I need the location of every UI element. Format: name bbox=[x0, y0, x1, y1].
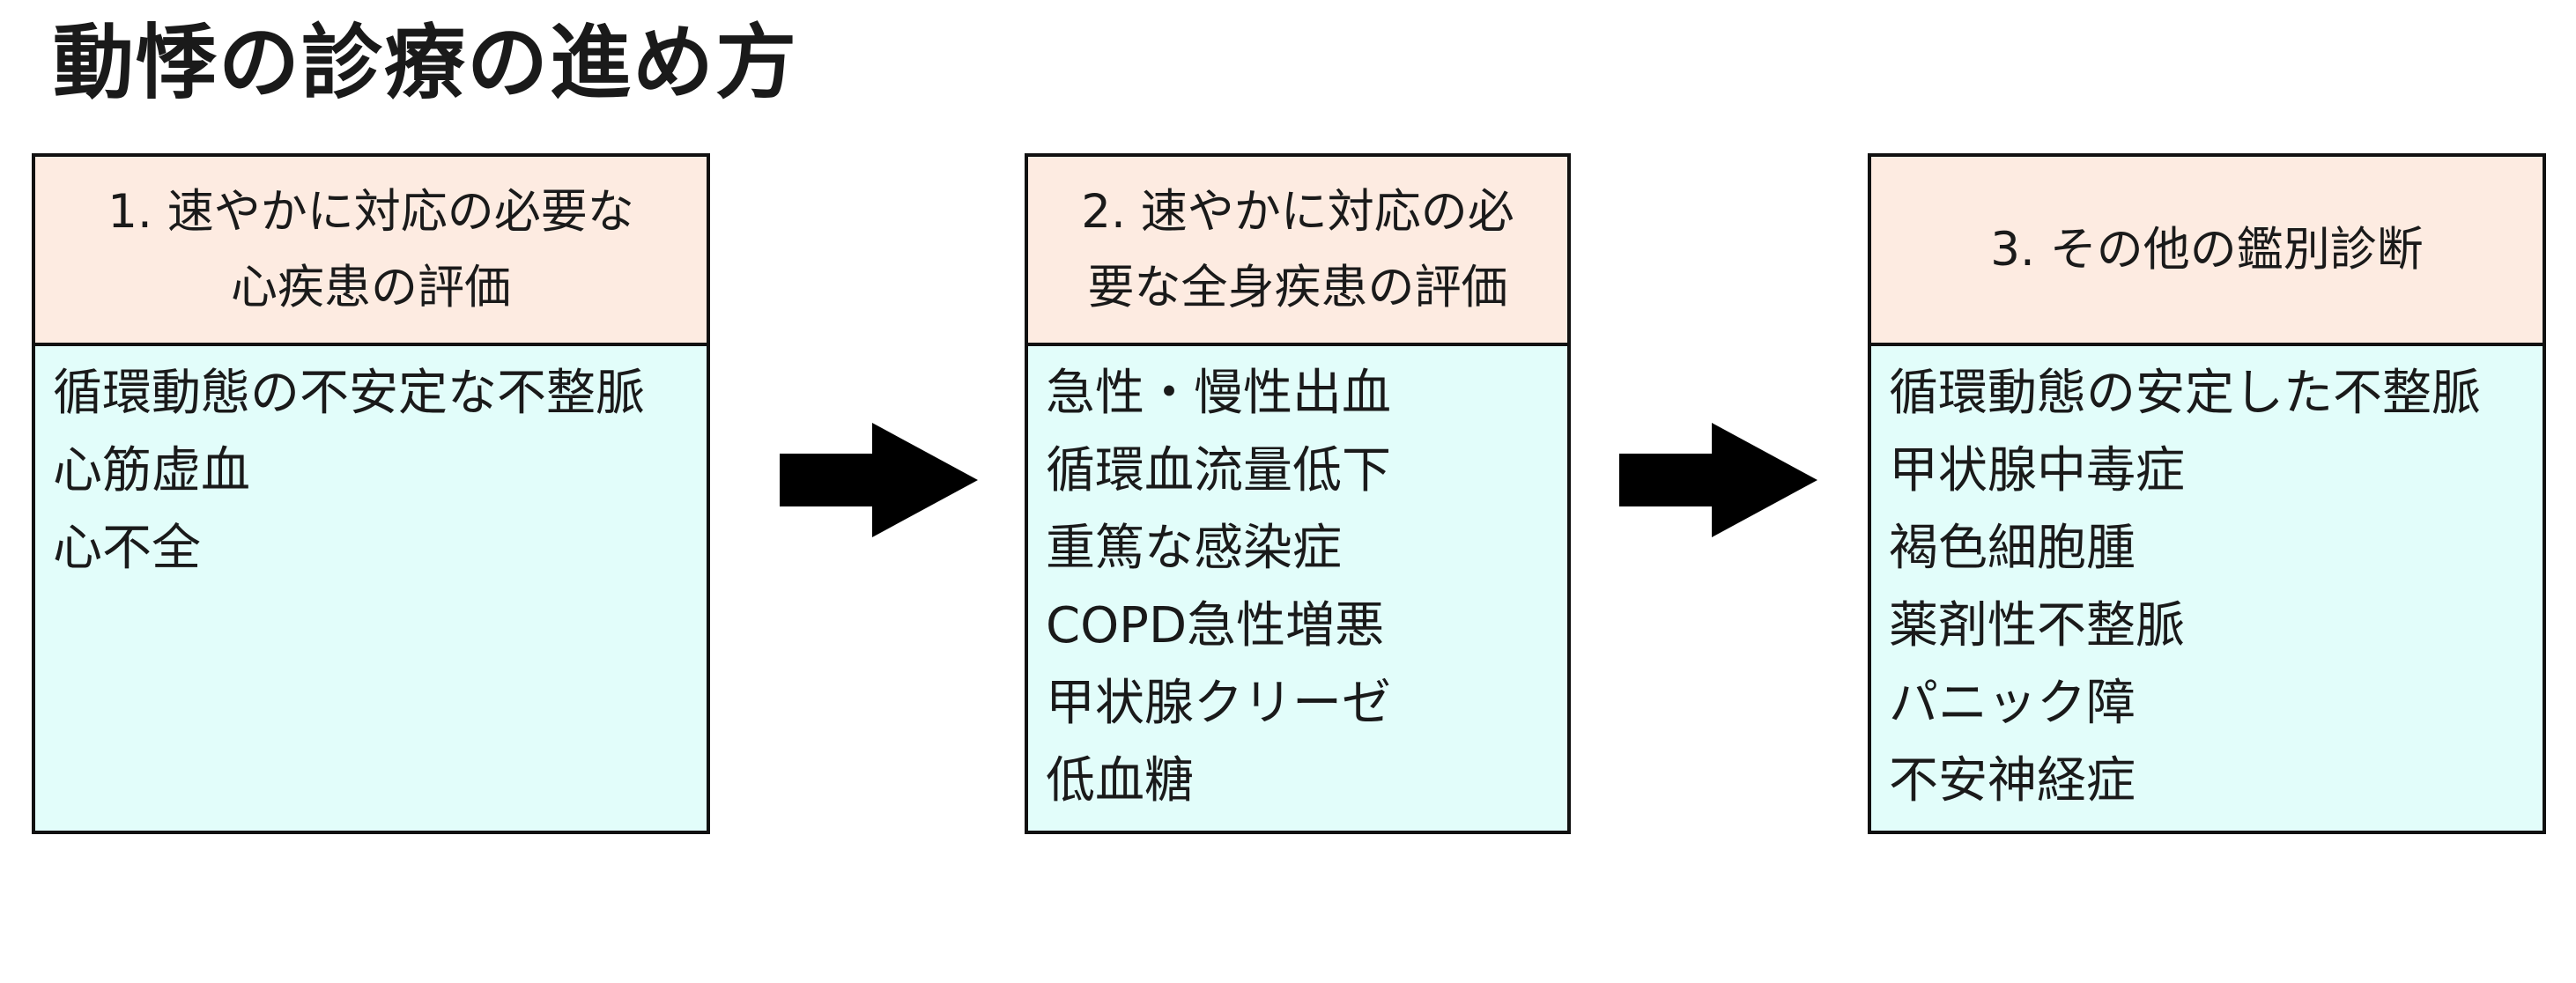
list-item: 重篤な感染症 bbox=[1046, 520, 1342, 577]
list-item: 低血糖 bbox=[1046, 752, 1194, 809]
step-box-1-header-line-1: 1. 速やかに対応の必要な bbox=[107, 184, 634, 239]
list-item: 甲状腺クリーゼ bbox=[1046, 675, 1391, 732]
step-box-2-header: 2. 速やかに対応の必 要な全身疾患の評価 bbox=[1028, 157, 1567, 346]
right-arrow-icon bbox=[780, 423, 978, 537]
step-box-2: 2. 速やかに対応の必 要な全身疾患の評価 急性・慢性出血 循環血流量低下 重篤… bbox=[1025, 153, 1571, 834]
step-box-1-body: 循環動態の不安定な不整脈 心筋虚血 心不全 bbox=[35, 346, 707, 588]
list-item: 薬剤性不整脈 bbox=[1889, 597, 2185, 654]
list-item: 心不全 bbox=[53, 520, 201, 577]
list-item: 循環血流量低下 bbox=[1046, 442, 1391, 499]
list-item: COPD急性増悪 bbox=[1046, 597, 1385, 654]
step-box-2-body: 急性・慢性出血 循環血流量低下 重篤な感染症 COPD急性増悪 甲状腺クリーゼ … bbox=[1028, 346, 1567, 820]
step-box-3-body: 循環動態の安定した不整脈 甲状腺中毒症 褐色細胞腫 薬剤性不整脈 パニック障 不… bbox=[1871, 346, 2543, 820]
list-item: 甲状腺中毒症 bbox=[1889, 442, 2185, 499]
step-box-3: 3. その他の鑑別診断 循環動態の安定した不整脈 甲状腺中毒症 褐色細胞腫 薬剤… bbox=[1868, 153, 2546, 834]
list-item: 循環動態の安定した不整脈 bbox=[1889, 365, 2481, 422]
list-item: 心筋虚血 bbox=[53, 442, 250, 499]
page-title: 動悸の診療の進め方 bbox=[53, 16, 799, 110]
step-box-2-header-line-2: 要な全身疾患の評価 bbox=[1087, 260, 1508, 314]
right-arrow-icon bbox=[1619, 423, 1817, 537]
list-item: パニック障 bbox=[1889, 675, 2136, 732]
list-item: 急性・慢性出血 bbox=[1046, 365, 1391, 422]
step-box-1-header: 1. 速やかに対応の必要な 心疾患の評価 bbox=[35, 157, 707, 346]
step-box-2-header-line-1: 2. 速やかに対応の必 bbox=[1081, 184, 1514, 239]
step-box-1: 1. 速やかに対応の必要な 心疾患の評価 循環動態の不安定な不整脈 心筋虚血 心… bbox=[32, 153, 710, 834]
step-box-3-header-line-1: 3. その他の鑑別診断 bbox=[1990, 222, 2424, 277]
list-item: 褐色細胞腫 bbox=[1889, 520, 2136, 577]
step-box-3-header: 3. その他の鑑別診断 bbox=[1871, 157, 2543, 346]
list-item: 不安神経症 bbox=[1889, 752, 2136, 809]
step-box-1-header-line-2: 心疾患の評価 bbox=[230, 260, 511, 314]
list-item: 循環動態の不安定な不整脈 bbox=[53, 365, 645, 422]
